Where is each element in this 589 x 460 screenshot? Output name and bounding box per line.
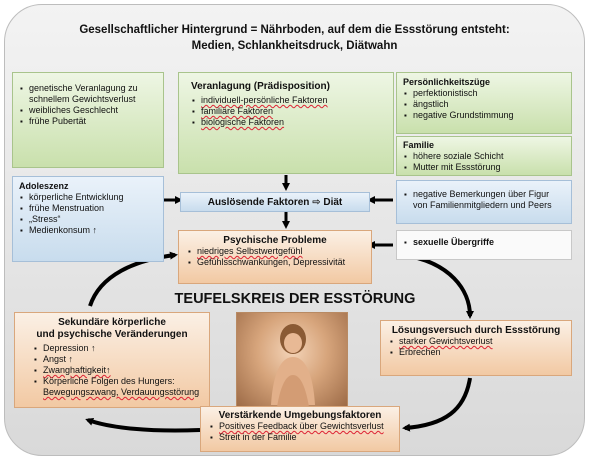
left-green-box: genetische Veranlagung zu schnellem Gewi…: [12, 72, 164, 168]
figure-icon: [271, 324, 315, 407]
persoenlichkeit-title: Persönlichkeitszüge: [403, 77, 491, 87]
sekundaer-item: Zwanghaftigkeit↑: [33, 365, 201, 376]
veranlagung-box: Veranlagung (Prädisposition) individuell…: [178, 72, 394, 174]
sekundaer-item: Körperliche Folgen des Hungers:: [33, 376, 201, 387]
negative-bemerkungen-box: negative Bemerkungen über Figur von Fami…: [396, 180, 572, 224]
loesungsversuch-item: Erbrechen: [389, 347, 563, 358]
loesungsversuch-item: starker Gewichtsverlust: [389, 336, 563, 347]
sekundaer-item: Depression ↑: [33, 343, 201, 354]
psychische-item: niedriges Selbstwertgefühl: [187, 246, 363, 257]
teufelskreis-title: TEUFELSKREIS DER ESSTÖRUNG: [174, 291, 416, 307]
familie-item: höhere soziale Schicht: [403, 151, 565, 162]
negative-bemerkungen-item: negative Bemerkungen über Figur von Fami…: [403, 189, 565, 211]
loesungsversuch-box: Lösungsversuch durch Essstörung starker …: [380, 320, 572, 376]
adoleszenz-title: Adoleszenz: [19, 181, 69, 191]
adoleszenz-box: Adoleszenz körperliche Entwicklung frühe…: [12, 176, 164, 262]
psychische-box: Psychische Probleme niedriges Selbstwert…: [178, 230, 372, 284]
sekundaer-title-2: und psychische Veränderungen: [36, 329, 188, 340]
persoenlichkeit-box: Persönlichkeitszüge perfektionistisch än…: [396, 72, 572, 134]
veranlagung-item: familiäre Faktoren: [191, 106, 381, 117]
sekundaer-box: Sekundäre körperliche und psychische Ver…: [14, 312, 210, 408]
veranlagung-item: individuell-persönliche Faktoren: [191, 95, 381, 106]
arrow-right-icon: ⇨: [312, 197, 321, 208]
veranlagung-item: biologische Faktoren: [191, 117, 381, 128]
verstaerkende-item: Streit in der Familie: [209, 432, 391, 443]
persoenlichkeit-item: ängstlich: [403, 99, 565, 110]
ausloesend-target: Diät: [323, 197, 343, 208]
central-photo: [236, 312, 348, 408]
left-green-item: genetische Veranlagung zu schnellem Gewi…: [19, 83, 157, 105]
header: Gesellschaftlicher Hintergrund = Nährbod…: [20, 22, 569, 54]
verstaerkende-title: Verstärkende Umgebungsfaktoren: [218, 410, 382, 421]
psychische-item: Gefühlsschwankungen, Depressivität: [187, 257, 363, 268]
sexuelle-item: sexuelle Übergriffe: [403, 237, 565, 248]
header-line-2: Medien, Schlankheitsdruck, Diätwahn: [191, 40, 398, 52]
sexuelle-box: sexuelle Übergriffe: [396, 230, 572, 260]
verstaerkende-box: Verstärkende Umgebungsfaktoren Positives…: [200, 406, 400, 452]
left-green-item: frühe Pubertät: [19, 116, 157, 127]
familie-title: Familie: [403, 140, 435, 150]
sekundaer-last-line: Bewegungszwang, Verdauungsstörung: [43, 387, 200, 397]
ausloesend-label: Auslösende Faktoren: [207, 197, 310, 208]
ausloesend-box: Auslösende Faktoren ⇨ Diät: [180, 192, 370, 212]
adoleszenz-item: körperliche Entwicklung: [19, 192, 157, 203]
adoleszenz-item: Medienkonsum ↑: [19, 225, 157, 236]
cycle-arrow-bottom-left: [85, 417, 201, 433]
loesungsversuch-title: Lösungsversuch durch Essstörung: [391, 325, 561, 336]
header-line-1: Gesellschaftlicher Hintergrund = Nährbod…: [79, 24, 510, 36]
familie-box: Familie höhere soziale Schicht Mutter mi…: [396, 136, 572, 176]
verstaerkende-item: Positives Feedback über Gewichtsverlust: [209, 421, 391, 432]
veranlagung-title: Veranlagung (Prädisposition): [191, 81, 330, 92]
persoenlichkeit-item: negative Grundstimmung: [403, 110, 565, 121]
familie-item: Mutter mit Essstörung: [403, 162, 565, 173]
cycle-arrow-bottom-right: [402, 377, 472, 432]
adoleszenz-item: frühe Menstruation: [19, 203, 157, 214]
adoleszenz-item: „Stress“: [19, 214, 157, 225]
left-green-item: weibliches Geschlecht: [19, 105, 157, 116]
sekundaer-item: Angst ↑: [33, 354, 201, 365]
persoenlichkeit-item: perfektionistisch: [403, 88, 565, 99]
sekundaer-title-1: Sekundäre körperliche: [58, 317, 166, 328]
psychische-title: Psychische Probleme: [223, 235, 327, 246]
